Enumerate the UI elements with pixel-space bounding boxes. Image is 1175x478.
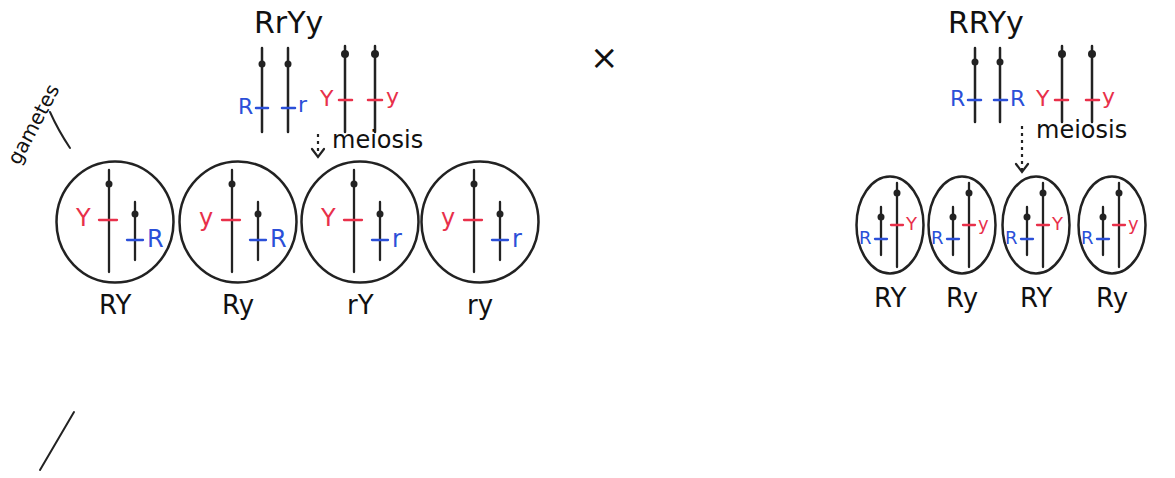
allele-label: y [1128,215,1139,233]
allele-label: R [270,227,287,251]
allele-label: r [512,227,522,251]
allele-label: y [386,86,399,108]
allele-label: Y [320,88,333,110]
allele-label: R [1005,229,1018,247]
genotype-label: RrYy [254,8,323,38]
allele-label: y [978,215,989,233]
process-label: meiosis [332,128,423,152]
meiosis-arrows [318,126,1022,170]
allele-label: R [147,227,164,251]
gamete-genotype: RY [99,292,131,318]
centromere-dots [259,50,1097,68]
allele-label: r [298,94,307,116]
allele-label: y [1102,86,1115,108]
genotype-label: RRYy [948,8,1024,38]
allele-label: Y [321,206,336,230]
cell-outline [55,160,175,284]
leader-lines [40,112,74,470]
gamete-genotype: ry [467,292,493,318]
gamete-cell: YRRY [55,160,175,284]
allele-label: Y [1052,215,1063,233]
cell-outline [420,160,540,284]
allele-label: Y [1036,88,1049,110]
gamete-genotype: RY [1020,285,1052,311]
allele-label: r [392,227,402,251]
allele-label: R [238,96,253,118]
gamete-cell: YrrY [300,160,420,284]
process-label: meiosis [1036,118,1127,142]
allele-label: Y [906,215,917,233]
cell-outline [178,160,298,284]
gamete-cell: RYRY [1001,175,1071,275]
cell-outline [300,160,420,284]
allele-label: R [1081,229,1094,247]
gamete-genotype: Ry [222,292,254,318]
gamete-cell: RyRy [927,175,997,275]
gamete-genotype: rY [347,292,374,318]
gamete-cell: yRRy [178,160,298,284]
allele-label: y [441,206,455,230]
arrow-heads [312,149,1028,172]
gamete-cell: RYRY [855,175,925,275]
allele-label: Y [76,206,91,230]
gamete-genotype: Ry [1096,285,1128,311]
allele-label: R [859,229,872,247]
allele-ticks [256,100,1099,108]
gamete-cell: RyRy [1077,175,1147,275]
parent-chromosomes [262,46,1092,132]
cross-symbol: × [590,40,619,74]
allele-label: R [1010,88,1025,110]
gamete-genotype: Ry [946,285,978,311]
gamete-genotype: RY [874,285,906,311]
allele-label: R [931,229,944,247]
allele-label: y [199,206,213,230]
gamete-cell: yrry [420,160,540,284]
allele-label: R [950,88,965,110]
gametes-label: gametes [4,81,63,167]
